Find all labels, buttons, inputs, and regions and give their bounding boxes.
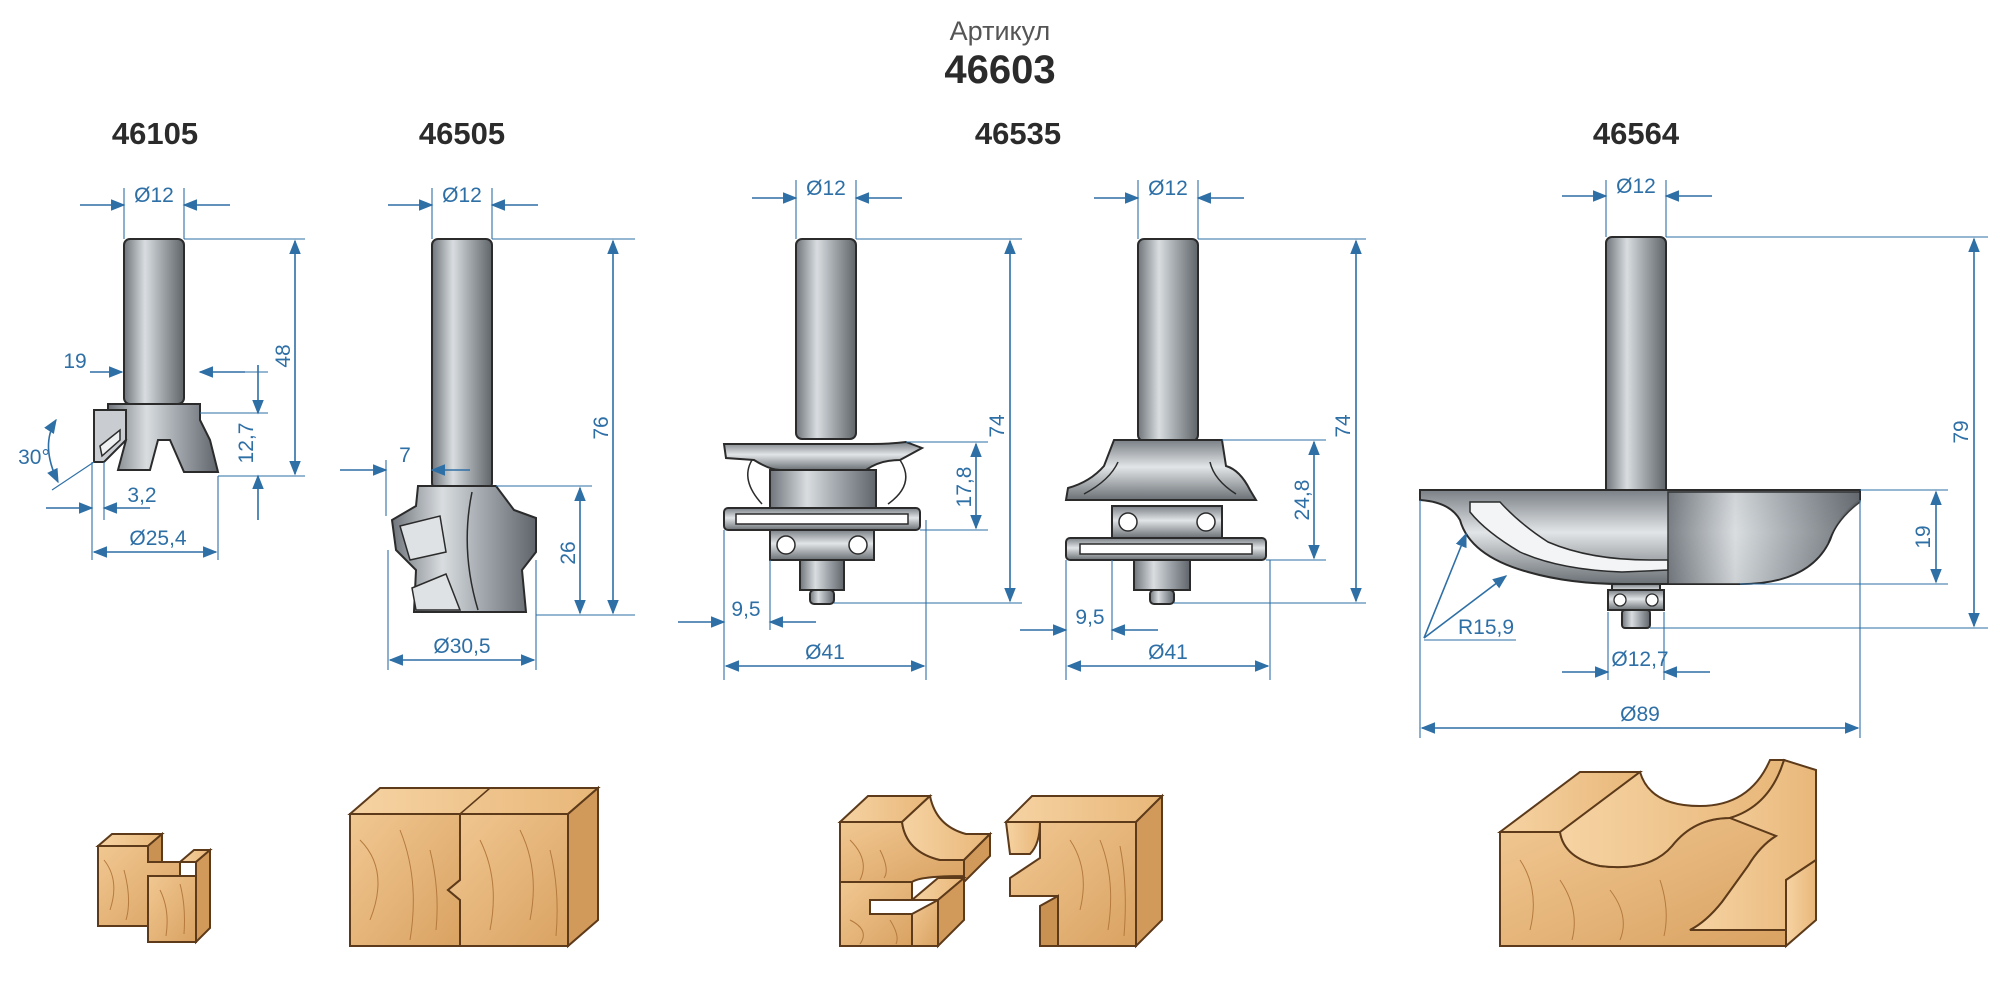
dim-46535-right-d1: 9,5	[1075, 606, 1104, 629]
dimensions-46105: Ø12 48 12,7 19 30° 3,2 Ø25,4	[18, 184, 305, 560]
bit-title-46505: 46505	[419, 116, 505, 151]
dim-46505-d1: 7	[399, 444, 411, 467]
router-bit-46535-left	[722, 238, 925, 605]
router-bit-46535-right	[1064, 238, 1267, 605]
dim-46535-right-shank: Ø12	[1148, 177, 1188, 200]
wood-profile-46505	[347, 785, 601, 949]
router-bit-46105	[93, 238, 220, 473]
dim-46564-diameter: Ø89	[1620, 703, 1660, 726]
wood-profile-46535-right	[1003, 793, 1165, 949]
article-label: Артикул	[949, 16, 1051, 46]
dim-46564-bearing: Ø12,7	[1611, 648, 1668, 671]
bit-title-46564: 46564	[1593, 116, 1680, 151]
dim-46105-total: 48	[272, 344, 295, 367]
router-bit-46564	[1419, 236, 1861, 629]
dim-46505-h1: 26	[557, 541, 580, 564]
dim-46564-total: 79	[1950, 420, 1973, 443]
article-code: 46603	[944, 48, 1056, 92]
dim-46564-radius: R15,9	[1458, 616, 1514, 639]
bit-title-46535: 46535	[975, 116, 1061, 151]
dimensions-46535-right: Ø12 74 24,8 9,5 Ø41	[1020, 177, 1366, 680]
router-bit-46505	[390, 238, 537, 613]
wood-profile-46105	[95, 831, 213, 945]
dim-46564-shank: Ø12	[1616, 175, 1656, 198]
dim-46505-shank: Ø12	[442, 184, 482, 207]
dim-46535-left-d1: 9,5	[731, 598, 760, 621]
bit-title-46105: 46105	[112, 116, 198, 151]
dim-46535-left-diameter: Ø41	[805, 641, 845, 664]
dim-46105-d1: 19	[63, 350, 86, 373]
dim-46105-d2: 3,2	[127, 484, 156, 507]
article-header: Артикул 46603	[0, 14, 2000, 92]
dim-46535-right-total: 74	[1332, 414, 1355, 438]
dimensions-46535-left: Ø12 74 17,8 9,5 Ø41	[678, 177, 1022, 680]
dimensions-46505: Ø12 76 26 7 Ø30,5	[340, 184, 635, 670]
dim-46105-angle: 30°	[18, 446, 50, 469]
dim-46535-left-shank: Ø12	[806, 177, 846, 200]
dim-46105-shank: Ø12	[134, 184, 174, 207]
dim-46564-h1: 19	[1912, 525, 1935, 548]
dim-46535-left-total: 74	[986, 414, 1009, 438]
dimensions-46564: Ø12 79 19 R15,9 Ø12,7 Ø89	[1419, 175, 1988, 738]
dim-46105-h1: 12,7	[235, 423, 258, 464]
dim-46535-left-h1: 17,8	[953, 467, 976, 508]
dim-46505-total: 76	[590, 416, 613, 439]
dim-46505-diameter: Ø30,5	[433, 635, 490, 658]
dim-46105-diameter: Ø25,4	[129, 527, 187, 550]
wood-profile-46564	[1497, 758, 1818, 949]
dim-46535-right-h1: 24,8	[1291, 480, 1314, 521]
dim-46535-right-diameter: Ø41	[1148, 641, 1188, 664]
wood-profile-46535-left	[837, 794, 993, 949]
